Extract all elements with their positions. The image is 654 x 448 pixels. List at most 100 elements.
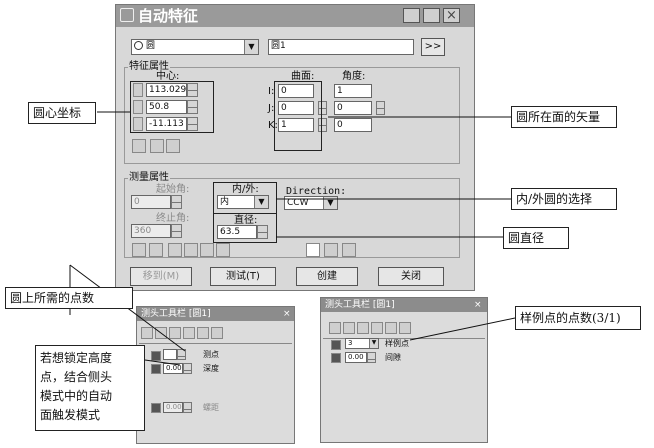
feature-properties-label: 特征属性 (128, 61, 170, 72)
probe-toolbar-left-title: 测头工具栏 [圆1] (141, 309, 211, 319)
sample-hits-icon-r (331, 340, 341, 350)
dialog-title: 自动特征 (138, 7, 199, 25)
dialog-title-bar[interactable]: 自动特征 × (116, 5, 474, 27)
surface-k-spinner[interactable] (318, 118, 327, 132)
expand-button[interactable]: >> (421, 38, 445, 56)
chevron-down-icon[interactable]: ▼ (244, 40, 258, 54)
lock-height-line-1: 若想锁定高度 (40, 351, 113, 365)
sample-hits-icon[interactable] (132, 243, 146, 257)
minimize-button[interactable] (403, 8, 420, 23)
start-angle-field[interactable]: 0 (131, 195, 171, 209)
center-z-field[interactable]: -11.113 (146, 117, 187, 131)
test-button[interactable]: 测试(T) (210, 267, 276, 286)
auto-feature-dialog: 自动特征 × 圆 ▼ 圆1 >> 特征属性 中心: 113.029 50.8 -… (115, 4, 475, 291)
path-icon[interactable] (216, 243, 230, 257)
end-angle-field[interactable]: 360 (131, 224, 171, 238)
depth-spinner[interactable] (183, 363, 192, 374)
depth-label: 深度 (203, 364, 219, 373)
target-icon-r[interactable] (371, 322, 383, 334)
surface-j-spinner[interactable] (318, 101, 327, 115)
close-button[interactable]: 关闭 (378, 267, 444, 286)
direction-chevron-icon[interactable]: ▼ (323, 197, 337, 209)
sample-points-chevron-icon[interactable]: ▼ (369, 339, 378, 348)
callout-lock-height: 若想锁定高度 点，结合侧头 模式中的自动 面触发模式 (35, 345, 145, 431)
points-spinner[interactable] (177, 349, 186, 360)
center-z-spinner[interactable] (187, 117, 198, 131)
sample-points-select[interactable]: 3 ▼ (345, 338, 379, 349)
surface-k-field[interactable]: 1 (278, 118, 314, 132)
depth-field[interactable]: 0.00 (163, 363, 183, 374)
depth-icon (151, 364, 161, 374)
option-a-icon-r[interactable] (385, 322, 397, 334)
probe-toolbar-left-title-bar[interactable]: 测头工具栏 [圆1] × (137, 307, 294, 321)
feature-name-input[interactable]: 圆1 (268, 39, 414, 55)
maximize-button[interactable] (423, 8, 440, 23)
option-a-icon[interactable] (197, 327, 209, 339)
contact-icon[interactable] (155, 327, 167, 339)
option-b-icon[interactable] (211, 327, 223, 339)
target-icon[interactable] (183, 327, 195, 339)
inout-label: 内/外: (232, 184, 259, 195)
pitch-field[interactable]: 0.00 (163, 402, 183, 413)
surface-i-field[interactable]: 0 (278, 84, 314, 98)
gap-icon (331, 353, 341, 363)
axis-i-label: I: (268, 86, 275, 97)
y-axis-icon (133, 100, 143, 114)
center-y-field[interactable]: 50.8 (146, 100, 187, 114)
sample-points-value: 3 (348, 339, 353, 347)
feature-properties-group (124, 67, 460, 164)
probe-toolbar-left-close-icon[interactable]: × (283, 309, 291, 319)
close-window-button[interactable]: × (443, 8, 460, 23)
scan-icon-r[interactable] (357, 322, 369, 334)
hits-icon (151, 351, 161, 361)
pitch-spinner[interactable] (183, 402, 192, 413)
wrist-icon[interactable] (324, 243, 338, 257)
points-label: 测点 (203, 350, 219, 359)
angle-j-field[interactable]: 0 (334, 101, 372, 115)
gap-spinner[interactable] (367, 352, 376, 363)
probe-mode-icon[interactable] (141, 327, 153, 339)
auto-move-icon[interactable] (149, 243, 163, 257)
direction-select[interactable]: CCW ▼ (284, 196, 338, 210)
read-position-icon[interactable] (166, 139, 180, 153)
diameter-spinner[interactable] (257, 225, 268, 239)
sample-points-label: 样例点 (385, 339, 409, 348)
probe-toolbar-right: 测头工具栏 [圆1] × 3 ▼ 样例点 0.00 间隙 (320, 297, 488, 443)
point-type-icon[interactable] (132, 139, 146, 153)
show-hits-icon[interactable] (184, 243, 198, 257)
measure-properties-group (124, 178, 460, 258)
end-angle-spinner[interactable] (171, 224, 182, 238)
start-angle-spinner[interactable] (171, 195, 182, 209)
probe-toggle-icon[interactable] (306, 243, 320, 257)
center-y-spinner[interactable] (187, 100, 198, 114)
scan-icon[interactable] (169, 327, 181, 339)
gap-field[interactable]: 0.00 (345, 352, 367, 363)
points-count-field[interactable] (163, 349, 177, 360)
inout-chevron-icon[interactable]: ▼ (254, 196, 268, 208)
axis-j-label: J: (268, 103, 275, 114)
surface-j-field[interactable]: 0 (278, 101, 314, 115)
find-noms-icon[interactable] (168, 243, 182, 257)
diameter-field[interactable]: 63.5 (217, 225, 257, 239)
inout-select[interactable]: 内 ▼ (217, 195, 269, 209)
contact-icon-r[interactable] (343, 322, 355, 334)
direction-label: Direction: (286, 186, 347, 197)
probe-toolbar-right-title-bar[interactable]: 测头工具栏 [圆1] × (321, 298, 487, 312)
callout-center-coords: 圆心坐标 (28, 102, 96, 124)
probe-mode-icon-r[interactable] (329, 322, 341, 334)
clearance-icon[interactable] (342, 243, 356, 257)
gap-label: 间隙 (385, 353, 401, 362)
center-x-spinner[interactable] (187, 83, 198, 97)
option-b-icon-r[interactable] (399, 322, 411, 334)
find-hole-icon[interactable] (150, 139, 164, 153)
feature-type-select[interactable]: 圆 ▼ (131, 39, 259, 55)
center-x-field[interactable]: 113.029 (146, 83, 187, 97)
angle-i-field[interactable]: 1 (334, 84, 372, 98)
move-to-button[interactable]: 移到(M) (130, 267, 192, 286)
rotate-icon[interactable] (200, 243, 214, 257)
start-angle-label: 起始角: (156, 184, 190, 195)
angle-j-spinner[interactable] (376, 101, 385, 115)
create-button[interactable]: 创建 (296, 267, 358, 286)
angle-k-field[interactable]: 0 (334, 118, 372, 132)
probe-toolbar-right-close-icon[interactable]: × (474, 300, 482, 310)
